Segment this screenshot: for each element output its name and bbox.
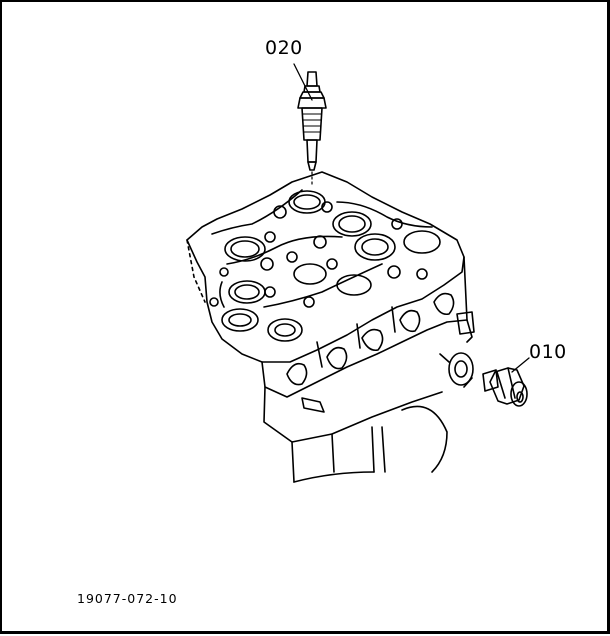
cylinder-head-icon xyxy=(186,171,465,363)
callout-010: 010 xyxy=(529,341,567,363)
figure-code: 19077-072-10 xyxy=(77,591,178,606)
callout-020: 020 xyxy=(265,37,303,59)
engine-block-face-icon xyxy=(261,256,475,483)
temperature-sensor-icon xyxy=(439,352,530,407)
glow-plug-icon xyxy=(293,63,327,185)
